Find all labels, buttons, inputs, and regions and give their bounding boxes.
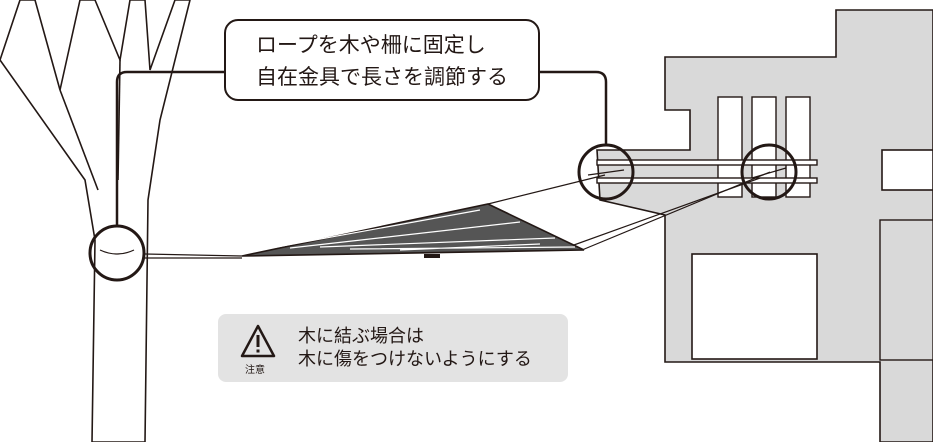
ropes	[144, 171, 771, 259]
building-window	[691, 253, 818, 360]
building	[596, 9, 933, 442]
caution-icon-label: 注意	[245, 365, 265, 376]
caution-box: 注意 木に結ぶ場合は 木に傷をつけないようにする	[218, 314, 568, 382]
tarp	[241, 203, 585, 258]
caution-line-1: 木に結ぶ場合は	[298, 326, 424, 347]
callout-line-2: 自在金具で長さを調節する	[256, 65, 508, 89]
tree	[0, 0, 191, 442]
caution-text: 木に結ぶ場合は 木に傷をつけないようにする	[298, 325, 532, 371]
instruction-callout: ロープを木や柵に固定し 自在金具で長さを調節する	[224, 19, 540, 101]
fence-knot-circle	[740, 143, 798, 201]
callout-line-1: ロープを木や柵に固定し	[256, 33, 486, 57]
building-window	[881, 149, 933, 191]
caution-line-2: 木に傷をつけないようにする	[298, 349, 532, 370]
fence	[596, 96, 818, 198]
warning-triangle-icon	[240, 324, 276, 358]
callout-leader	[115, 70, 608, 226]
